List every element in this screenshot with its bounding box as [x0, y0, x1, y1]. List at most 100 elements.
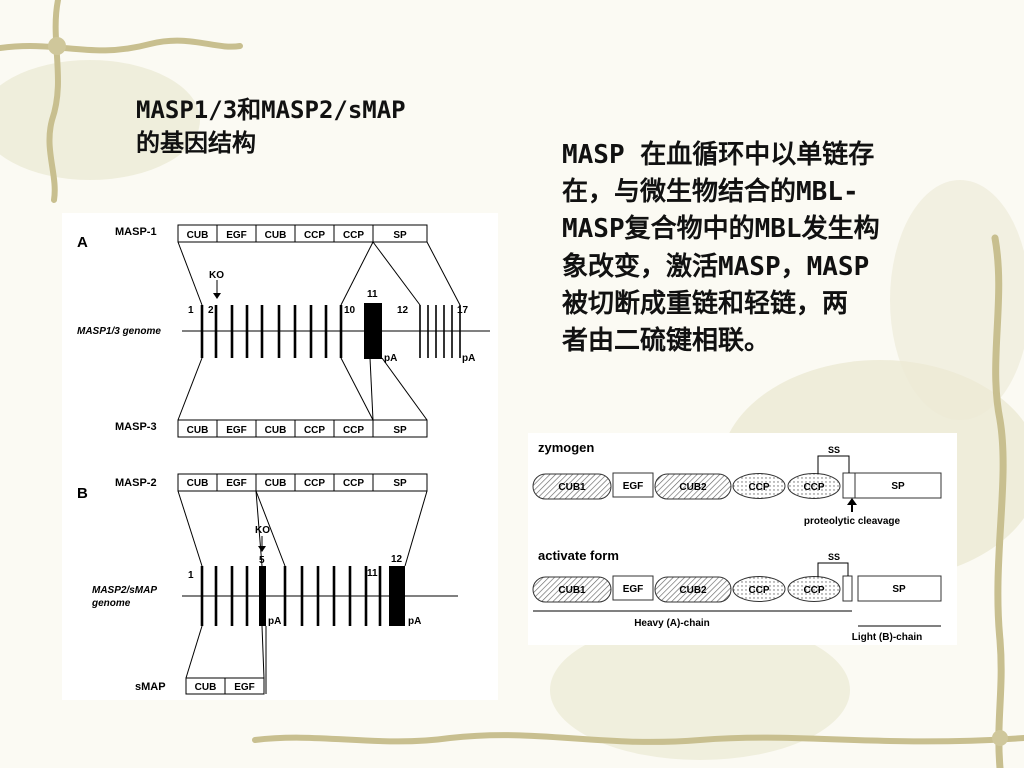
mapping-line [261, 625, 265, 679]
domain-label: CCP [304, 478, 325, 489]
domain-box [177, 419, 428, 438]
domain-label: CUB1 [558, 585, 586, 596]
zymogen-activation-figure: zymogen activate form CUB1 EGF CUB2 CCP … [528, 433, 957, 645]
domain-label: EGF [226, 230, 247, 241]
slide-title-line: MASP1/3和MASP2/sMAP [136, 96, 406, 124]
description-line: 象改变，激活MASP，MASP [562, 251, 870, 282]
description-line: 被切断成重链和轻链，两 [562, 288, 849, 319]
domain-label: CCP [343, 425, 364, 436]
domain-label: CUB [187, 425, 209, 436]
exon-number: 1 [188, 305, 194, 316]
domain-label: CUB [265, 425, 287, 436]
mapping-line [185, 625, 203, 679]
domain-label: EGF [623, 481, 644, 492]
protein-label: sMAP [135, 681, 166, 693]
exon-number: 11 [367, 568, 378, 579]
sp-domain [857, 575, 942, 602]
mapping-line [426, 241, 461, 306]
domain-label: EGF [226, 425, 247, 436]
exon-number: 12 [391, 554, 403, 565]
mapping-line [340, 357, 374, 421]
sp-domain [854, 472, 942, 499]
mapping-line [255, 490, 286, 567]
exon-block [364, 303, 382, 359]
domain-label: EGF [234, 682, 255, 693]
pa-label: pA [462, 353, 475, 364]
description-text: MASP 在血循环中以单链存 在，与微生物结合的MBL- MASP复合物中的MB… [562, 137, 967, 360]
mapping-line [177, 357, 203, 421]
vine-stem [0, 37, 243, 54]
ko-arrow-head [213, 293, 221, 299]
exon-number: 17 [457, 305, 469, 316]
description-line: 者由二硫键相联。 [562, 325, 771, 356]
cleavage-label: proteolytic cleavage [804, 516, 901, 527]
mapping-line [369, 357, 374, 421]
slide-title: MASP1/3和MASP2/sMAP 的基因结构 [136, 94, 476, 160]
disulfide-bond [817, 455, 850, 474]
leaf-shape [550, 620, 850, 760]
domain-label: CUB1 [558, 482, 586, 493]
domain-label: CCP [304, 230, 325, 241]
mapping-line [255, 490, 263, 567]
domain-label: SP [393, 478, 407, 489]
domain-label: SP [393, 230, 407, 241]
domain-label: CUB [265, 478, 287, 489]
domain-label: EGF [226, 478, 247, 489]
cub2-domain [654, 576, 732, 603]
domain-label: CUB2 [679, 585, 707, 596]
heavy-chain-label: Heavy (A)-chain [634, 618, 710, 629]
cleavage-arrow-head [847, 498, 857, 505]
mapping-line [340, 241, 374, 306]
ccp-domain [732, 576, 786, 602]
description-line: MASP复合物中的MBL发生构 [562, 214, 880, 245]
domain-label: CCP [343, 478, 364, 489]
description-line: 在，与微生物结合的MBL- [562, 177, 859, 208]
domain-label: CUB [265, 230, 287, 241]
ss-label: SS [828, 552, 840, 562]
disulfide-bond [817, 562, 849, 577]
domain-label: SP [891, 481, 905, 492]
domain-label: CUB [195, 682, 217, 693]
cub2-domain [654, 473, 732, 500]
domain-label: CUB [187, 230, 209, 241]
gene-structure-figure: A MASP-1 MASP-3 MASP1/3 genome CUB EGF C… [62, 213, 498, 700]
panel-label: B [77, 485, 88, 502]
leaf-shape [890, 180, 1024, 420]
zymogen-label: zymogen [538, 440, 594, 455]
domain-label: SP [393, 425, 407, 436]
linker-box [842, 472, 856, 499]
ccp-domain [732, 473, 786, 499]
linker-box [842, 575, 853, 602]
domain-label: EGF [623, 584, 644, 595]
genome-label: genome [91, 598, 131, 609]
mapping-line [177, 241, 203, 306]
pa-label: pA [408, 616, 421, 627]
domain-label: CUB2 [679, 482, 707, 493]
domain-label: CCP [748, 585, 769, 596]
cub1-domain [532, 576, 612, 603]
protein-label: MASP-3 [115, 421, 157, 433]
ss-label: SS [828, 445, 840, 455]
pa-label: pA [384, 353, 397, 364]
mapping-line [177, 490, 203, 567]
ko-label: KO [209, 270, 224, 281]
protein-label: MASP-1 [115, 226, 157, 238]
ccp-domain [787, 576, 841, 602]
vine-knot [48, 37, 66, 55]
vine-knot [992, 730, 1008, 746]
exon-number: 5 [259, 555, 265, 566]
domain-label: CCP [803, 482, 824, 493]
vine-stem [46, 0, 61, 203]
ccp-domain [787, 473, 841, 499]
ko-arrow-head [258, 546, 266, 552]
mapping-line [381, 357, 428, 421]
vine-stem [252, 732, 1024, 745]
mapping-line [372, 241, 421, 306]
vine-stem [991, 234, 1007, 768]
domain-box [177, 224, 428, 243]
exon-number: 1 [188, 570, 194, 581]
panel-label: A [77, 234, 88, 251]
egf-domain [612, 575, 654, 601]
egf-domain [612, 472, 654, 498]
light-chain-label: Light (B)-chain [852, 632, 923, 643]
